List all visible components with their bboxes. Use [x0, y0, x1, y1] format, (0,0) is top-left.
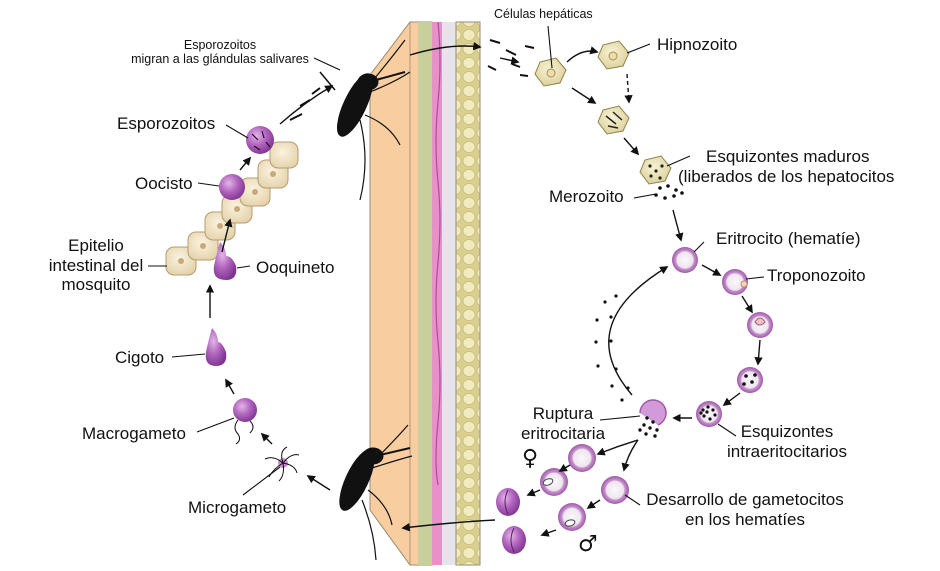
male-symbol-icon: ♂: [578, 532, 598, 557]
label-liver-cells: Células hepáticas: [494, 7, 593, 21]
label-gametocytes: Desarrollo de gametocitos en los hematíe…: [640, 490, 850, 529]
label-microgamete: Microgameto: [188, 498, 287, 517]
label-ookinete: Ooquineto: [256, 258, 335, 277]
label-gametocytes-line1: Desarrollo de gametocitos: [646, 490, 844, 509]
label-sporozoites-migrate-line2: migran a las glándulas salivares: [131, 52, 309, 67]
label-rupture: Ruptura eritrocitaria: [516, 404, 610, 443]
skin-cross-section: [369, 21, 481, 566]
zygote-cell: [205, 328, 227, 366]
released-merozoite-dots: [594, 294, 630, 402]
oocyst-cell: [219, 174, 245, 200]
label-rupture-line1: Ruptura: [532, 404, 594, 423]
label-epithelium-line3: mosquito: [61, 275, 131, 295]
female-symbol-icon: ♀: [522, 446, 539, 471]
label-merozoite: Merozoito: [549, 187, 624, 206]
label-oocyst: Oocisto: [135, 174, 193, 193]
label-intra-schizonts-line2: intraeritocitarios: [727, 441, 847, 461]
label-sporozoites: Esporozoitos: [117, 114, 216, 133]
label-leader-lines: [148, 25, 765, 506]
label-hypnozoite: Hipnozoito: [657, 35, 738, 54]
macrogamete-cell: [233, 398, 257, 422]
sporozoite-dashes: [487, 39, 535, 77]
label-mature-schizonts: Esquizontes maduros (liberados de los he…: [678, 147, 894, 186]
cycle-arrows: [205, 41, 763, 537]
label-gametocytes-line2: en los hematíes: [684, 509, 805, 529]
label-rupture-line2: eritrocitaria: [520, 423, 606, 443]
label-trophozoite: Troponozoito: [767, 266, 866, 285]
mosquito-biting-bottom: [339, 424, 413, 561]
label-sporozoites-migrate: Esporozoitos migran a las glándulas sali…: [110, 38, 330, 67]
label-epithelium: Epitelio intestinal del mosquito: [44, 236, 148, 295]
label-mature-schizonts-line2: (liberados de los hepatocitos: [678, 166, 895, 186]
label-epithelium-line1: Epitelio: [68, 236, 124, 255]
sporozoites-cyst: [246, 126, 274, 154]
microgamete-cell: [264, 446, 300, 482]
gut-epithelium: [165, 141, 299, 276]
label-sporozoites-migrate-line1: Esporozoitos: [183, 38, 257, 52]
label-zygote: Cigoto: [115, 348, 165, 367]
blood-stage-cells: [496, 247, 773, 554]
label-erythrocyte: Eritrocito (hematíe): [716, 229, 861, 248]
label-epithelium-line2: intestinal del: [48, 255, 144, 275]
label-macrogamete: Macrogameto: [82, 424, 186, 443]
liver-stage-cells: [534, 40, 672, 185]
ookinete-cell: [213, 242, 237, 280]
label-mature-schizonts-line1: Esquizontes maduros: [706, 147, 870, 166]
label-intra-schizonts: Esquizontes intraeritocitarios: [722, 422, 852, 461]
label-intra-schizonts-line1: Esquizontes: [740, 422, 834, 441]
merozoite-dots: [654, 184, 684, 200]
